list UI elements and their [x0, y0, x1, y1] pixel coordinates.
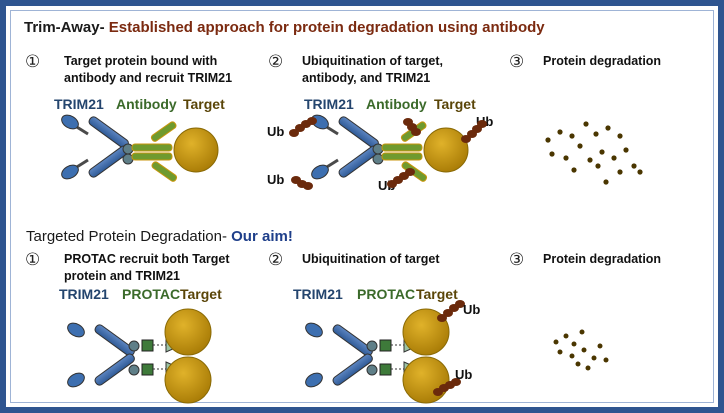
top-ub-label-1: Ub: [267, 124, 285, 139]
top-label-target-1: Target: [183, 96, 225, 112]
bottom-section-title: Targeted Protein Degradation- Our aim!: [26, 228, 293, 245]
top-label-antibody-1: Antibody: [116, 96, 177, 112]
bottom-title-accent: Our aim!: [226, 228, 293, 245]
bottom-step3-text: Protein degradation: [543, 252, 662, 266]
top-step1-line2: antibody and recruit TRIM21: [64, 71, 233, 85]
top-step3-number: ③: [509, 52, 525, 72]
bottom-step2-number: ②: [268, 250, 284, 270]
protac-complex-2: [305, 300, 465, 404]
top-step2-line1: Ubiquitination of target,: [302, 54, 443, 68]
antibody-molecule-1: [131, 121, 178, 182]
top-label-target-2: Target: [434, 96, 476, 112]
top-label-trim21-2: TRIM21: [304, 96, 354, 112]
bottom-label-trim21-2: TRIM21: [293, 286, 343, 302]
figure-inner-border: [10, 10, 714, 403]
ubiquitin-chain-4: [291, 176, 313, 190]
degraded-fragments-bottom: [553, 329, 609, 371]
bottom-label-protac-1: PROTAC: [122, 286, 181, 302]
target-protein-5: [402, 308, 450, 356]
target-protein-6: [402, 356, 450, 404]
bottom-step2-text: Ubiquitination of target: [302, 252, 440, 266]
top-section-title: Trim-Away- Established approach for prot…: [24, 19, 545, 36]
ubiquitin-chain-5: [387, 168, 415, 188]
trim21-molecule-3: [67, 322, 140, 388]
top-step2-number: ②: [268, 52, 284, 72]
top-title-prefix: Trim-Away-: [24, 19, 105, 36]
protac-complex-1: [67, 308, 212, 404]
top-step1-line1: Target protein bound with: [64, 54, 218, 68]
bottom-label-protac-2: PROTAC: [357, 286, 416, 302]
target-protein-1: [173, 127, 219, 173]
top-title-accent: Established approach for protein degrada…: [104, 19, 545, 36]
target-protein-3: [164, 308, 212, 356]
trim21-complex-2: [289, 114, 487, 190]
ubiquitin-chain-2: [403, 118, 421, 136]
bottom-ub-label-2: Ub: [455, 367, 473, 382]
top-label-trim21-1: TRIM21: [54, 96, 104, 112]
trim21-molecule-4: [305, 322, 378, 388]
trim21-complex-1: [61, 114, 219, 182]
top-step1-number: ①: [25, 52, 41, 72]
bottom-step1-line2: protein and TRIM21: [64, 269, 180, 283]
bottom-label-target-4: Target: [416, 286, 458, 302]
bottom-label-target-3: Target: [180, 286, 222, 302]
ubiquitin-chain-6: [437, 300, 465, 322]
bottom-step1-number: ①: [25, 250, 41, 270]
target-protein-2: [423, 127, 469, 173]
trim21-molecule-1: [61, 114, 134, 180]
trim21-molecule-2: [311, 114, 384, 180]
bottom-ub-label-1: Ub: [463, 302, 481, 317]
top-ub-label-3: Ub: [267, 172, 285, 187]
bottom-label-trim21-1: TRIM21: [59, 286, 109, 302]
bottom-title-prefix: Targeted Protein Degradation-: [26, 228, 227, 245]
ubiquitin-chain-7: [433, 378, 461, 396]
top-step1-text: Target protein bound with antibody and r…: [64, 53, 232, 87]
bottom-step3-number: ③: [509, 250, 525, 270]
top-step2-line2: antibody, and TRIM21: [302, 71, 431, 85]
degraded-fragments-top: [545, 121, 643, 185]
bottom-step1-text: PROTAC recruit both Target protein and T…: [64, 251, 230, 285]
target-protein-4: [164, 356, 212, 404]
ubiquitin-chain-1: [289, 117, 317, 137]
bottom-step1-line1: PROTAC recruit both Target: [64, 252, 230, 266]
top-step2-text: Ubiquitination of target, antibody, and …: [302, 53, 443, 87]
ubiquitin-chain-3: [461, 120, 487, 143]
top-step3-text: Protein degradation: [543, 54, 662, 68]
top-label-antibody-2: Antibody: [366, 96, 427, 112]
